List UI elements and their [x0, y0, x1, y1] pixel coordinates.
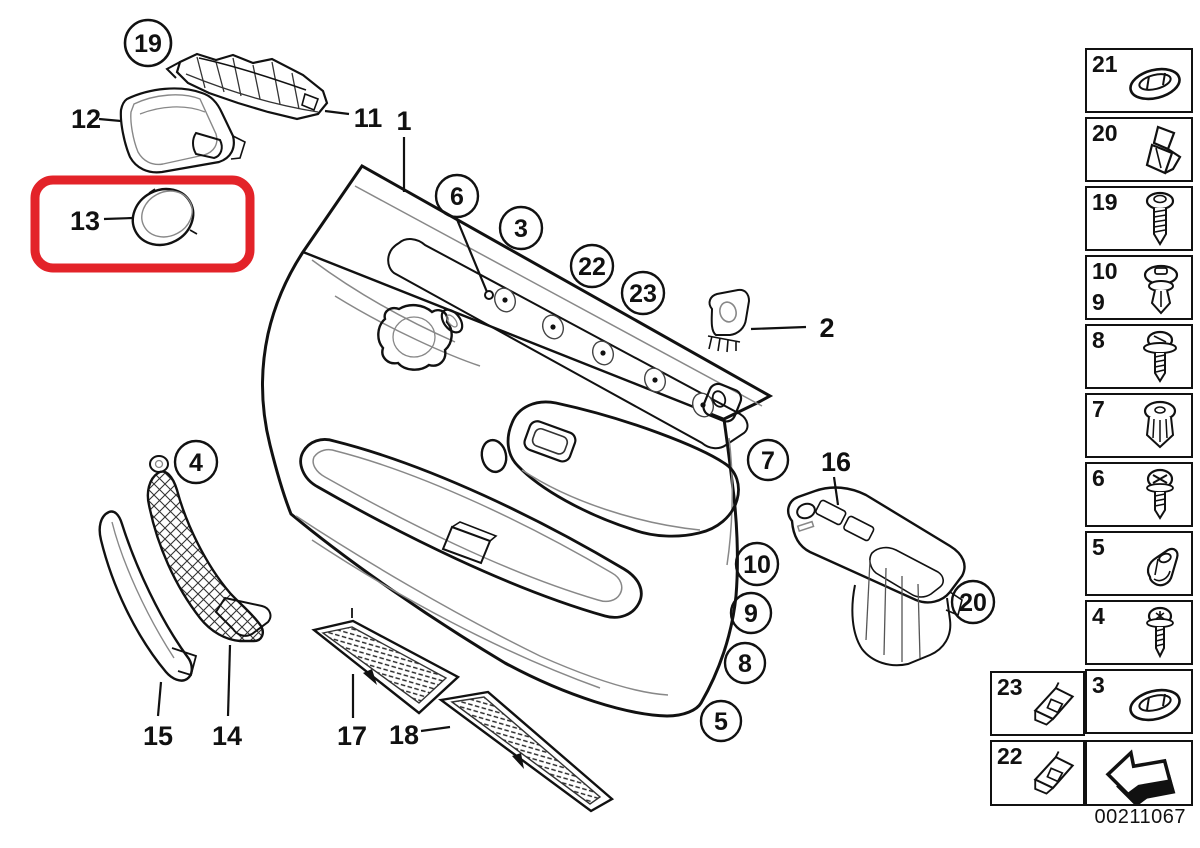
callout-3: 3 [498, 205, 544, 251]
sidebar-box-19: 19 [1085, 186, 1193, 251]
callout-10: 10 [734, 541, 780, 587]
callout-4: 4 [173, 439, 219, 485]
direction-arrow-icon [1105, 749, 1176, 804]
highlight-box-part-13 [30, 175, 255, 273]
door-panel-drawing [261, 164, 774, 718]
svg-text:20: 20 [959, 589, 987, 617]
sidebar-arrow-box [1085, 740, 1193, 806]
oval-grommet-icon [1129, 688, 1181, 722]
svg-text:9: 9 [744, 600, 758, 628]
expansion-nut-icon [1143, 400, 1177, 449]
svg-text:8: 8 [738, 650, 752, 678]
sidebar-box-22: 22 [990, 740, 1085, 806]
callout-7: 7 [746, 438, 790, 482]
svg-text:7: 7 [761, 447, 775, 475]
sidebar-box-5: 5 [1085, 531, 1193, 596]
leader-lines [98, 109, 840, 733]
callout-8: 8 [723, 641, 767, 685]
self-tapping-screw-icon [1145, 191, 1175, 246]
part-2-clip-drawing [707, 288, 751, 353]
svg-text:6: 6 [450, 183, 464, 211]
label-17: 17 [337, 721, 367, 751]
sill-screw-tabs [493, 287, 715, 418]
callout-6: 6 [434, 173, 480, 219]
label-18: 18 [389, 720, 419, 750]
svg-text:19: 19 [134, 30, 162, 58]
clamp-icon [1146, 547, 1179, 587]
callout-20: 20 [950, 579, 996, 625]
part-15-handle-trim-drawing [98, 510, 198, 682]
armrest-pad [506, 400, 740, 538]
sidebar-box-20: 20 [1085, 117, 1193, 182]
label-14: 14 [212, 721, 242, 751]
label-1: 1 [396, 106, 411, 136]
door-panel-exploded-diagram: 19 6 3 22 23 7 10 9 8 5 4 20 1 12 11 13 … [30, 18, 996, 813]
svg-text:3: 3 [514, 215, 528, 243]
part-13-speaker-cover-drawing [131, 187, 198, 247]
torx-screw-icon [1146, 606, 1174, 659]
svg-text:10: 10 [743, 551, 771, 579]
phillips-screw-icon [1146, 468, 1174, 520]
oval-grommet-icon [1129, 67, 1181, 101]
svg-text:5: 5 [714, 708, 728, 736]
label-15: 15 [143, 721, 173, 751]
svg-text:4: 4 [189, 449, 203, 477]
sidebar-box-8: 8 [1085, 324, 1193, 389]
label-16: 16 [821, 447, 851, 477]
sidebar-box-6: 6 [1085, 462, 1193, 527]
label-13: 13 [70, 206, 100, 236]
part-11-carrier-drawing [165, 52, 329, 121]
parts-code: 00211067 [1094, 806, 1186, 828]
callout-19: 19 [123, 18, 173, 68]
sidebar-box-4: 4 [1085, 600, 1193, 665]
circled-callouts: 19 6 3 22 23 7 10 9 8 5 4 20 [123, 18, 996, 743]
callout-9: 9 [729, 591, 773, 635]
map-pocket [299, 438, 643, 619]
sill-end-cap [702, 382, 743, 423]
expanding-rivet-icon [1143, 264, 1179, 315]
sidebar-box-3: 3 [1085, 669, 1193, 734]
part-16-switch-console-drawing [786, 486, 966, 667]
sidebar-box-23: 23 [990, 671, 1085, 736]
sidebar-box-10-9: 10 9 [1085, 255, 1193, 320]
part-12-handle-trim-drawing [119, 87, 246, 174]
svg-text:22: 22 [578, 253, 606, 281]
sidebar-box-7: 7 [1085, 393, 1193, 458]
washer-screw-icon [1143, 330, 1177, 383]
bracket-clip-icon [1033, 751, 1075, 795]
retaining-clip-icon [1145, 125, 1182, 175]
label-11: 11 [354, 103, 383, 133]
svg-text:23: 23 [629, 280, 657, 308]
label-2: 2 [819, 313, 834, 343]
callout-23: 23 [620, 270, 666, 316]
part-14-handle-carrier-drawing [146, 455, 272, 643]
speaker-cutout [377, 304, 453, 371]
label-12: 12 [71, 104, 101, 134]
plain-labels: 1 12 11 13 2 16 15 14 17 18 [70, 103, 851, 751]
part-17-speaker-grille-drawing [311, 608, 461, 715]
part-18-speaker-grille-drawing [438, 690, 615, 813]
callout-22: 22 [569, 243, 615, 289]
bracket-clip-icon [1033, 682, 1075, 726]
callout-5: 5 [699, 699, 743, 743]
sidebar-box-21: 21 [1085, 48, 1193, 113]
